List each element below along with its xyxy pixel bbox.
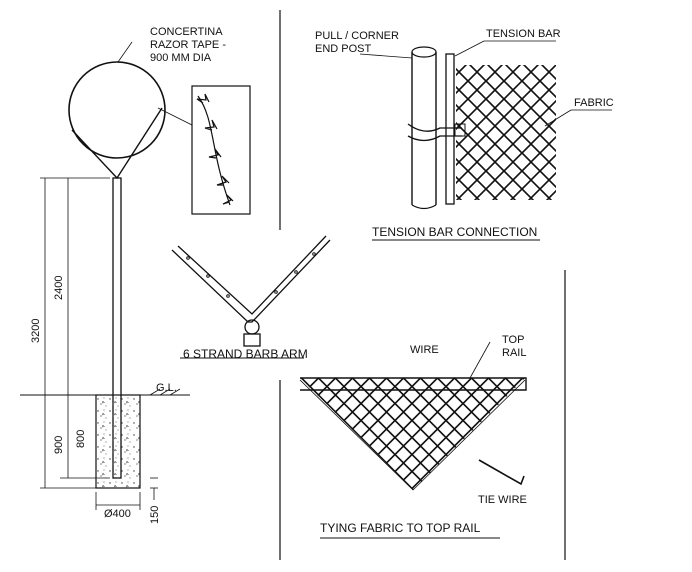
dimension-800: 800 [75, 429, 87, 448]
concrete-footing [95, 394, 141, 489]
tie-wire-label: TIE WIRE [478, 494, 527, 506]
concertina-leader [117, 41, 133, 63]
razor-detail-box [191, 85, 251, 215]
chain-link-fabric [456, 65, 556, 200]
barb-arm-title: 6 STRAND BARB ARM [183, 347, 308, 361]
barb-arm-drawing [171, 235, 331, 359]
post-label-line2: END POST [315, 43, 372, 55]
concertina-coil [68, 61, 166, 159]
fence-post-detail [20, 41, 251, 510]
dimension-2400: 2400 [53, 275, 65, 300]
pull-post [411, 52, 437, 205]
razor-wire-strand [197, 95, 231, 206]
ground-level-label: G.L. [156, 382, 177, 394]
top-rail-label-line1: TOP [502, 334, 525, 346]
tension-bar-label: TENSION BAR [486, 28, 561, 40]
post-label-line1: PULL / CORNER [315, 30, 399, 42]
tying-fabric-title: TYING FABRIC TO TOP RAIL [320, 521, 481, 535]
tying-fabric-drawing [299, 341, 527, 539]
concertina-label-line1: CONCERTINA [150, 26, 223, 38]
concertina-label-line2: RAZOR TAPE - [150, 39, 226, 51]
tension-bar-title: TENSION BAR CONNECTION [372, 225, 538, 239]
top-rail-label-line2: RAIL [502, 347, 527, 359]
fabric-label: FABRIC [574, 97, 614, 109]
concertina-label-line3: 900 MM DIA [150, 52, 212, 64]
panel-dividers [279, 10, 566, 560]
barb-arm-v [71, 107, 163, 180]
tension-bar [445, 53, 455, 205]
tie-wire-piece [478, 459, 525, 486]
dimension-150: 150 [149, 505, 161, 524]
wire-label: WIRE [410, 344, 439, 356]
footing-diameter: Ø400 [104, 508, 131, 520]
dimension-900: 900 [53, 435, 65, 454]
tension-bar-drawing [359, 40, 612, 241]
dimension-3200: 3200 [30, 318, 42, 343]
dimension-lines [40, 177, 158, 510]
razor-barbs [196, 93, 234, 205]
